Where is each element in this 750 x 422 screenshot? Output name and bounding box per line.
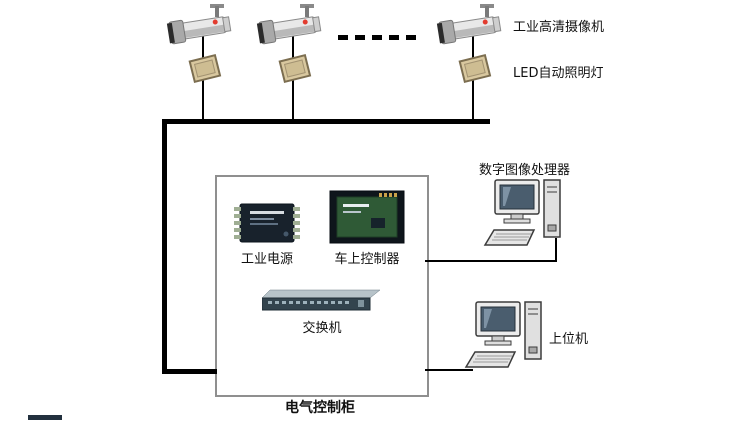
- processor-link-line-v: [555, 238, 557, 262]
- host-link-line: [425, 369, 473, 371]
- bus-line-top: [162, 119, 490, 124]
- bus-line-cabinet-stub: [162, 369, 217, 374]
- vehicle-controller-image: [329, 190, 405, 248]
- image-processor-computer-icon: [483, 178, 563, 252]
- host-computer-icon: [464, 300, 544, 374]
- cctv-camera-icon-2: [256, 2, 330, 50]
- network-switch-label: 交换机: [302, 321, 342, 336]
- cctv-camera-icon-3: [436, 2, 510, 50]
- led-light-icon-3: [455, 51, 495, 91]
- dash: [406, 35, 416, 40]
- image-processor-label: 数字图像处理器: [479, 163, 571, 178]
- cctv-camera-icon-1: [166, 2, 240, 50]
- camera-label: 工业高清摄像机: [513, 20, 605, 35]
- ellipsis-dashes: [338, 35, 416, 40]
- led-light-icon-2: [275, 51, 315, 91]
- led-light-icon-1: [185, 51, 225, 91]
- dash: [355, 35, 365, 40]
- host-computer-label: 上位机: [549, 332, 589, 347]
- cabinet-label: 电气控制柜: [285, 400, 355, 416]
- dash: [338, 35, 348, 40]
- vehicle-controller-label: 车上控制器: [334, 252, 400, 267]
- power-supply-image: [228, 201, 306, 249]
- power-supply-label: 工业电源: [240, 252, 293, 267]
- led-light-label: LED自动照明灯: [513, 66, 604, 81]
- processor-link-line-h: [425, 260, 557, 262]
- network-switch-image: [261, 287, 382, 317]
- watermark-artifact: [28, 415, 62, 420]
- dash: [372, 35, 382, 40]
- bus-line-left: [162, 119, 167, 374]
- dash: [389, 35, 399, 40]
